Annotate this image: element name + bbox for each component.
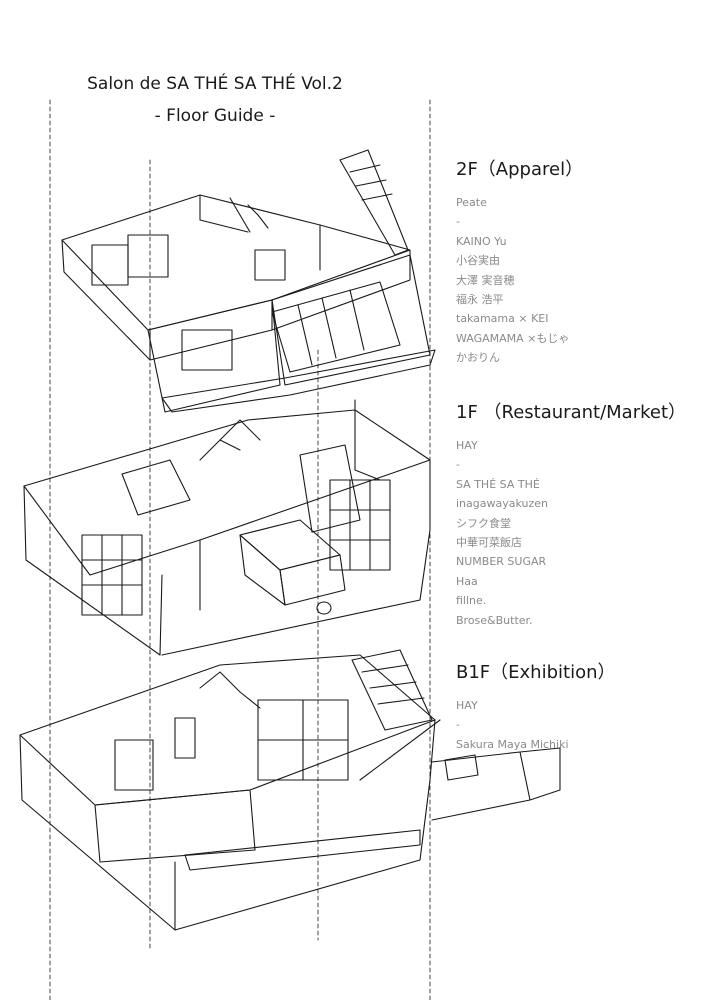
floor-b1f-heading: B1F（Exhibition）	[456, 662, 616, 683]
floor-1f-tenant-list: HAY - SA THÉ SA THÉ inagawayakuzen シフク食堂…	[456, 436, 686, 630]
tenant-item: NUMBER SUGAR	[456, 555, 547, 569]
floor-2f-tenant-list: Peate - KAINO Yu 小谷実由 大澤 実音穂 福永 浩平 takam…	[456, 193, 583, 368]
floor-2f-section: 2F（Apparel） Peate - KAINO Yu 小谷実由 大澤 実音穂…	[456, 155, 583, 368]
tenant-item: 小谷実由	[456, 254, 500, 268]
floor-b1f-tenant-list: HAY - Sakura Maya Michiki	[456, 696, 616, 754]
tenant-item: KAINO Yu	[456, 234, 507, 248]
floor-1f-heading: 1F （Restaurant/Market）	[456, 402, 687, 423]
guide-subtitle: - Floor Guide -	[154, 106, 276, 126]
tenant-item: HAY	[456, 439, 478, 452]
floor-b1f-drawing	[19, 649, 561, 931]
tenant-item: 福永 浩平	[456, 293, 504, 307]
tenant-item: inagawayakuzen	[456, 497, 548, 511]
tenant-item: Peate	[456, 196, 487, 209]
floor-1f-section: 1F （Restaurant/Market） HAY - SA THÉ SA T…	[456, 398, 686, 630]
tenant-item: HAY	[456, 699, 478, 712]
floor-2f-drawing	[61, 149, 436, 413]
tenant-item: 大澤 実音穂	[456, 273, 515, 287]
tenant-item: Brose&Butter.	[456, 613, 533, 627]
guide-lines	[49, 99, 431, 1000]
tenant-separator: -	[456, 215, 460, 229]
tenant-item: fillne.	[456, 594, 487, 608]
tenant-separator: -	[456, 718, 460, 732]
tenant-item: WAGAMAMA ×もじゃ	[456, 331, 570, 345]
tenant-item: Sakura Maya Michiki	[456, 737, 569, 751]
tenant-item: takamama × KEI	[456, 312, 549, 326]
tenant-item: 中華可菜飯店	[456, 536, 522, 550]
tenant-item: SA THÉ SA THÉ	[456, 477, 540, 491]
floor-b1f-section: B1F（Exhibition） HAY - Sakura Maya Michik…	[456, 658, 616, 754]
tenant-item: シフク食堂	[456, 516, 511, 530]
tenant-item: かおりん	[456, 351, 500, 365]
tenant-separator: -	[456, 458, 460, 472]
floor-1f-drawing	[23, 399, 431, 656]
floor-2f-heading: 2F（Apparel）	[456, 159, 584, 180]
guide-title: Salon de SA THÉ SA THÉ Vol.2	[87, 74, 343, 94]
tenant-item: Haa	[456, 574, 478, 588]
